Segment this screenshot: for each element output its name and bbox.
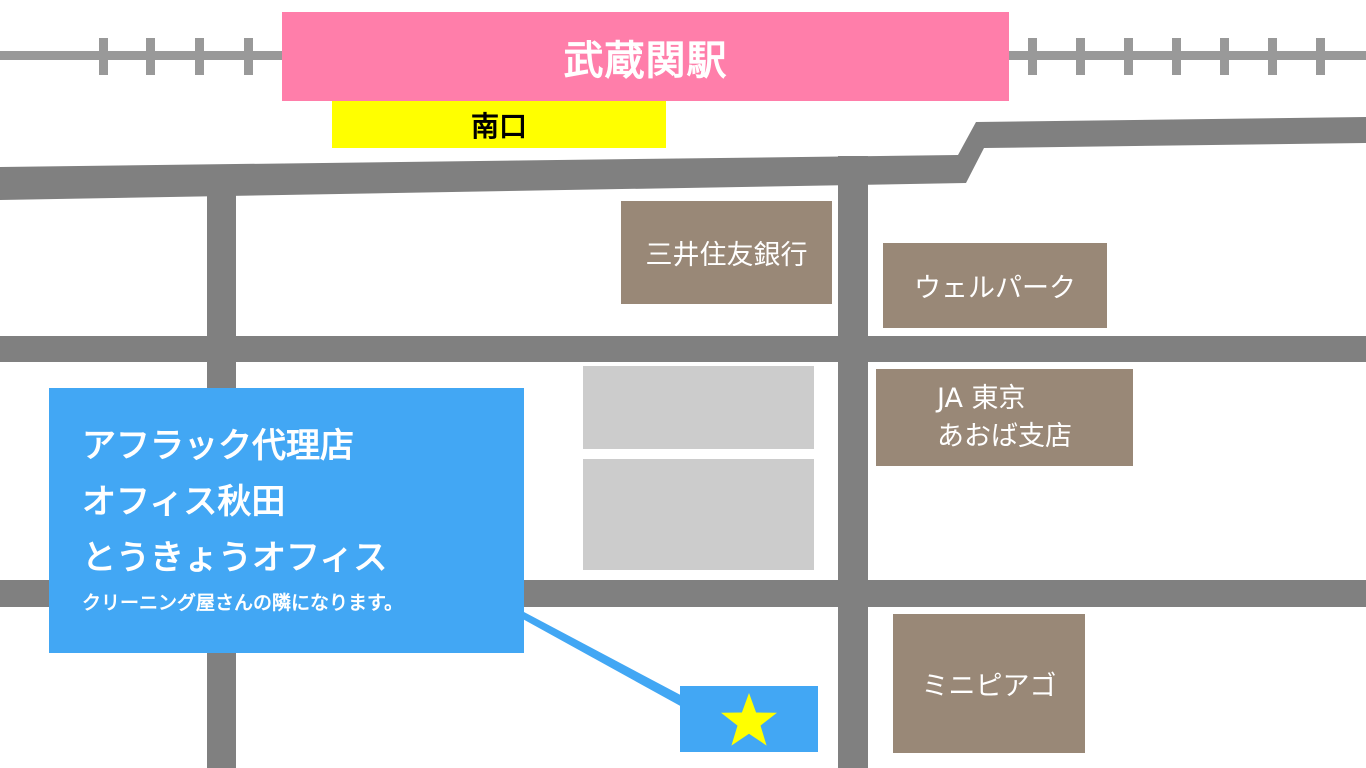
landmark-smbc: 三井住友銀行 [621,201,832,304]
main-street [0,117,1366,200]
office-name-line2: オフィス秋田 [82,482,286,522]
landmark-wellpark-label: ウェルパーク [914,273,1076,304]
landmark-ja-label: JA 東京 あおば支店 [937,380,1072,456]
office-location-note: クリーニング屋さんの隣になります。 [82,592,404,614]
landmark-ja-line1: JA 東京 [937,382,1026,414]
office-callout: アフラック代理店 オフィス秋田 とうきょうオフィス クリーニング屋さんの隣になり… [49,388,524,653]
star-icon [721,693,777,746]
landmark-wellpark: ウェルパーク [883,243,1107,328]
landmark-ja-tokyo: JA 東京 あおば支店 [876,369,1133,466]
south-exit: 南口 [332,101,666,148]
exit-label: 南口 [470,109,527,143]
callout-pointer [510,612,690,708]
landmark-ministop: ミニピアゴ [893,614,1085,753]
building-block-lower [583,459,814,570]
office-name-line1: アフラック代理店 [82,426,354,466]
station-name: 武蔵関駅 [563,37,728,84]
office-name-line3: とうきょうオフィス [82,538,388,578]
street-middle [0,336,1366,362]
landmark-smbc-label: 三井住友銀行 [645,240,808,271]
building-block-upper [583,366,814,449]
destination-marker [680,686,818,752]
landmark-ja-line2: あおば支店 [937,420,1072,452]
street-center [838,156,868,768]
station-building: 武蔵関駅 [282,12,1009,101]
landmark-ministop-label: ミニピアゴ [921,671,1057,702]
